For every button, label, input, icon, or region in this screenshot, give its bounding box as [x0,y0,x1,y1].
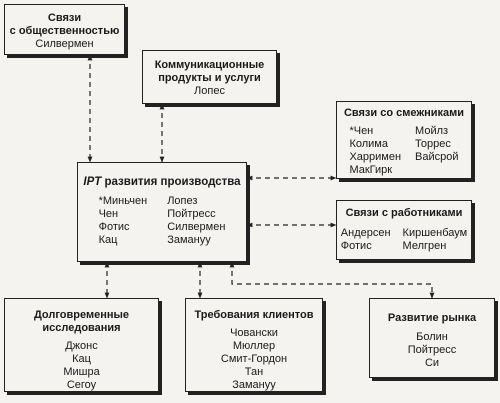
member: Колима [349,138,388,150]
ipt-title-rest: развития производства [101,176,241,188]
longterm-member: Кац [72,353,91,365]
longterm-member: Сегоу [66,379,97,391]
member: Фотис [340,240,372,252]
public-relations-box: Связи с общественностью Силвермен [4,4,125,55]
adjacent-title: Связи со смежниками [343,107,465,119]
public-relations-title-2: с общественностью [9,25,120,37]
market-member: Болин [416,331,448,343]
market-title: Развитие рынка [387,312,477,324]
member: *Миньчен [98,195,148,207]
member: Харримен [349,151,402,163]
customer-member: Смит-Гордон [220,353,288,365]
customer-member: Човански [230,327,278,339]
member: Вайсрой [415,151,459,163]
ipt-title-abbr: IPT [83,176,102,188]
member: *Чен [349,125,374,137]
customer-title: Требования клиентов [194,309,314,321]
ipt-col-1: *Миньчен Чен Фотис Кац [99,195,148,247]
comm-products-member: Лопес [194,85,225,97]
adjacent-col-2: Мойлз Торрес Вайсрой [415,125,458,177]
workers-members: Андерсен Фотис Киршенбаум Мелгрен [337,227,471,253]
member: Пойтресс [167,208,216,220]
public-relations-member: Силвермен [35,38,94,50]
customer-member: Мюллер [232,340,276,352]
market-member: Си [424,357,440,369]
longterm-member: Джонс [65,340,98,352]
comm-products-title-2: продукты и услуги [158,72,261,84]
adjacent-col-1: *Чен Колима Харримен МакГирк [349,125,401,177]
member: Киршенбаум [402,227,468,239]
customer-member: Тан [244,366,264,378]
longterm-box: Долговременные исследования Джонс Кац Ми… [4,298,159,392]
member: МакГирк [349,164,393,176]
ipt-box: IPT развития производства *Миньчен Чен Ф… [77,162,247,262]
customer-member: Замануу [232,379,276,391]
member: Лопез [167,195,198,207]
longterm-member: Мишра [63,366,100,378]
connector-market [229,261,435,299]
comm-products-title-1: Коммуникационные [154,59,265,71]
market-member: Пойтресс [407,344,457,356]
workers-title: Связи с работниками [345,207,463,219]
ipt-title: IPT развития производства [78,176,246,189]
adjacent-box: Связи со смежниками *Чен Колима Харримен… [336,101,472,179]
workers-col-2: Киршенбаум Мелгрен [403,227,468,253]
longterm-title-1: Долговременные [33,309,130,321]
member: Кац [98,234,118,246]
member: Силвермен [167,221,226,233]
customer-box: Требования клиентов Човански Мюллер Смит… [185,298,323,392]
workers-col-1: Андерсен Фотис [341,227,391,253]
ipt-col-2: Лопез Пойтресс Силвермен Замануу [167,195,225,247]
longterm-title-2: исследования [42,322,121,334]
member: Замануу [167,234,211,246]
member: Мойлз [415,125,449,137]
comm-products-box: Коммуникационные продукты и услуги Лопес [142,50,277,104]
member: Андерсен [340,227,391,239]
member: Торрес [415,138,451,150]
public-relations-title-1: Связи [47,12,82,24]
member: Мелгрен [402,240,447,252]
member: Чен [98,208,119,220]
adjacent-members: *Чен Колима Харримен МакГирк Мойлз Торре… [337,125,471,177]
workers-box: Связи с работниками Андерсен Фотис Кирше… [336,200,472,260]
ipt-members: *Миньчен Чен Фотис Кац Лопез Пойтресс Си… [78,195,246,247]
market-box: Развитие рынка Болин Пойтресс Си [369,298,495,378]
member: Фотис [98,221,130,233]
